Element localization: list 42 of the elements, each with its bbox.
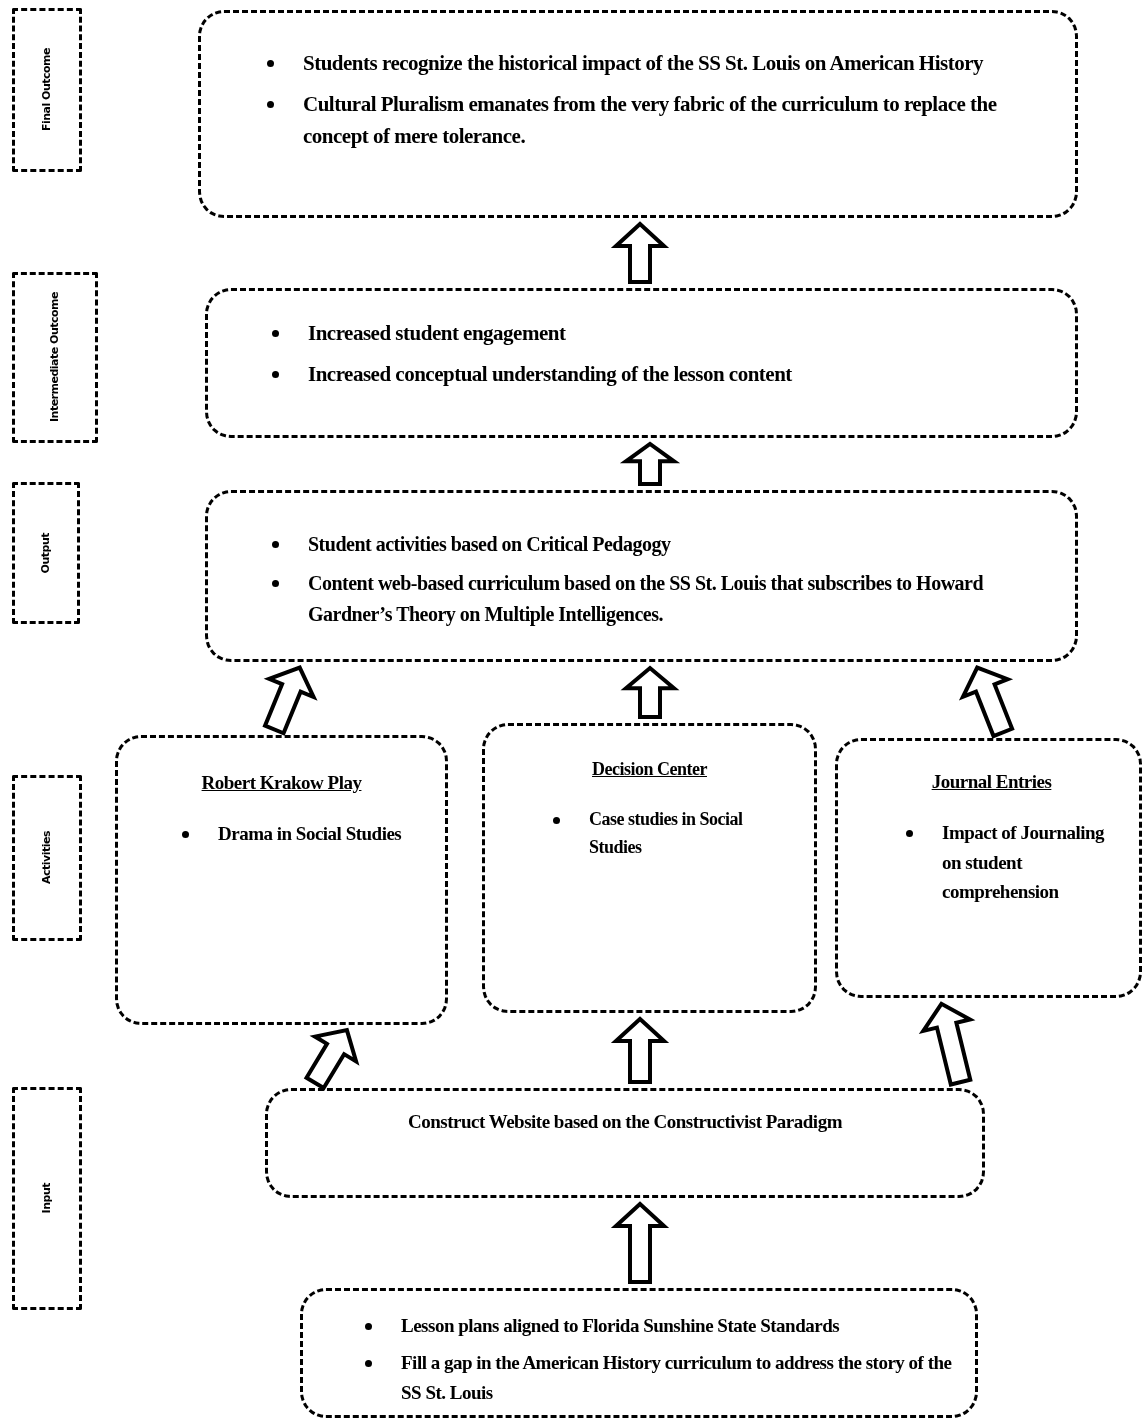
bullet-text: Student activities based on Critical Pedagogy (308, 533, 671, 555)
input-box (265, 1088, 985, 1198)
block-arrow (619, 441, 681, 486)
stage-label-box (12, 272, 98, 443)
stage-label: Activities (40, 831, 54, 885)
stage-label: Final Outcome (40, 48, 54, 132)
activity-box (835, 738, 1142, 998)
block-arrow (610, 221, 670, 284)
bullet-text: Impact of Journaling on student comprehension (942, 822, 1105, 903)
block-arrow (262, 665, 318, 736)
block-arrow (958, 665, 1015, 739)
block-arrow (918, 1001, 976, 1087)
outcome-box (205, 490, 1078, 662)
stage-label-box (12, 482, 80, 624)
block-arrow (303, 1027, 360, 1091)
box-text: Construct Website based on the Constructivist Paradigm (407, 1110, 843, 1134)
bullet-text: Increased student engagement (308, 321, 566, 345)
block-arrow (610, 1201, 670, 1284)
activity-heading: Journal Entries (930, 770, 1053, 794)
activity-heading: Robert Krakow Play (200, 771, 363, 795)
bullet-text: Content web-based curriculum based on the SS St. Louis that subscribes to Howard Gardner’s Theory on Multiple Intelligences. (308, 572, 984, 625)
outcome-box (198, 10, 1078, 218)
block-arrow (620, 665, 680, 719)
outcome-box (205, 288, 1078, 438)
activity-box (482, 723, 817, 1013)
activity-heading: Decision Center (591, 758, 708, 781)
stage-label: Intermediate Outcome (48, 292, 62, 423)
stage-label-box (12, 1087, 82, 1310)
outcome-box (300, 1288, 978, 1418)
stage-label-box (12, 8, 82, 172)
block-arrow (610, 1016, 670, 1084)
stage-label-box (12, 775, 82, 941)
bullet-text: Cultural Pluralism emanates from the very fabric of the curriculum to replace the concept of mere tolerance. (303, 91, 997, 149)
bullet-text: Fill a gap in the American History curriculum to address the story of the SS St. Louis (401, 1352, 952, 1403)
bullet-text: Lesson plans aligned to Florida Sunshine State Standards (401, 1315, 840, 1336)
bullet-text: Students recognize the historical impact of the SS St. Louis on American History (303, 51, 983, 75)
activity-box (115, 735, 448, 1025)
stage-label: Output (39, 532, 53, 574)
stage-label: Input (40, 1183, 54, 1214)
bullet-text: Increased conceptual understanding of the lesson content (308, 361, 792, 386)
bullet-text: Drama in Social Studies (218, 823, 402, 845)
bullet-text: Case studies in Social Studies (589, 808, 743, 857)
